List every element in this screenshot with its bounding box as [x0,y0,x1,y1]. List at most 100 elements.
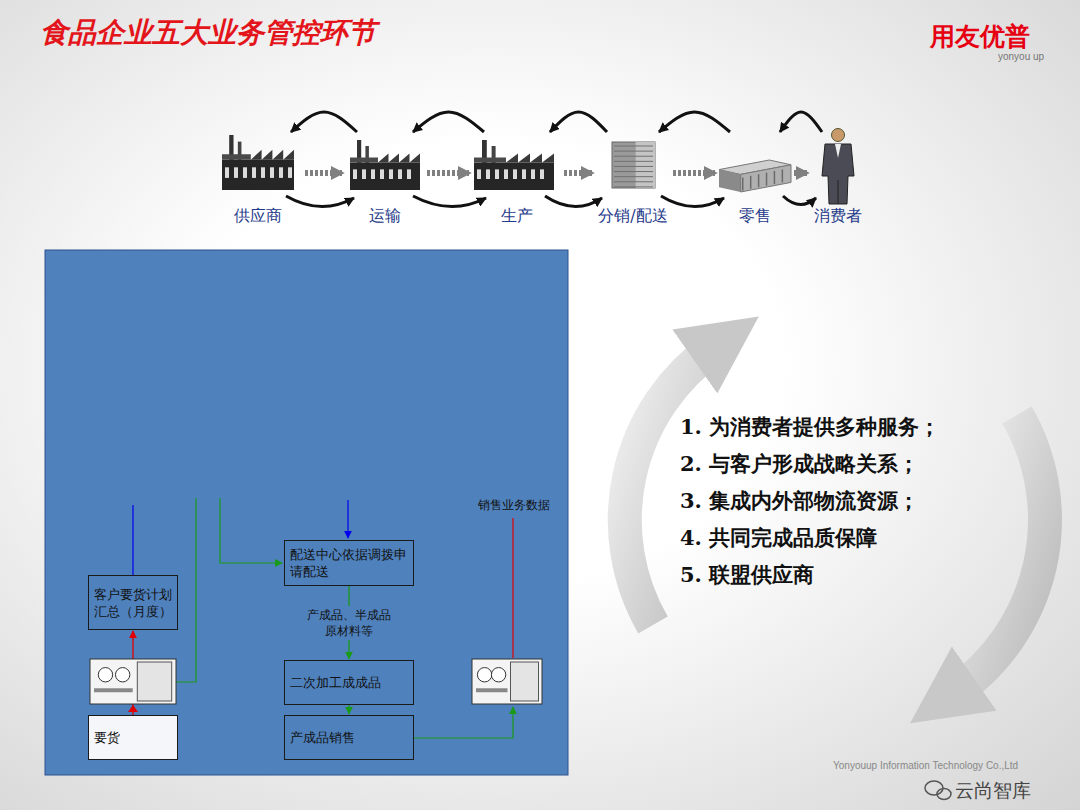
process-box: 二次加工成成品 [284,660,414,705]
node-text: 产成品销售 [290,729,408,746]
drawing-part [614,166,653,167]
drawing-part [835,144,841,158]
consumer-figure [822,129,854,205]
drawing-part [94,688,133,692]
drawing-part [90,659,176,704]
process-box: 产成品销售 [284,715,414,760]
drawing-part [614,171,653,172]
page-title: 食品企业五大业务管控环节 [40,14,376,52]
list-item: 3. 集成内外部物流资源； [680,487,919,515]
drawing-part [750,176,752,189]
return-arcs [286,196,816,207]
chain-stage: 分销/配送 [595,128,671,228]
node-text: 运输 [369,206,401,228]
process-box: 客户要货计划汇总（月度） [88,575,178,630]
drawing-part [389,169,393,179]
list-item: 1. 为消费者提供多种服务； [680,413,940,441]
drawing-part [511,662,539,701]
drawing-part [614,151,653,152]
drawing-part [261,167,265,178]
list-item: 5. 联盟供应商 [680,561,814,589]
feedback-arc [659,112,730,132]
lower-arc [545,196,602,207]
wire [220,498,282,563]
flow-arrow [794,170,807,176]
drawing-part [115,668,129,682]
drawing-part [614,181,653,182]
drawing-part [758,174,760,187]
drawing-part [614,186,653,187]
brand-logo: 用友优普 [930,20,1030,53]
flow-arrow [305,170,342,176]
drawing-part [822,144,854,204]
machine-icon [472,659,542,704]
drawing-part [614,176,653,177]
drawing-part [279,167,283,178]
drawing-part [225,167,229,178]
machine-icon [90,659,176,704]
flow-arrow [348,705,349,714]
node-text: 生产 [501,206,533,228]
drawing-part [98,668,112,682]
office-building-icon [612,142,655,188]
drawing-part [838,180,839,204]
wire [347,500,348,538]
node-text: 消费者 [814,206,862,228]
node-text: 配送中心依据调拨申请配送 [290,546,408,580]
company-name: Yonyouup Information Technology Co.,Ltd [833,760,1018,771]
lower-arc [783,196,816,205]
drawing-part [362,169,366,179]
drawing-part [407,169,411,179]
drawing-part [540,169,544,179]
wechat-icon [925,781,951,800]
drawing-part [513,169,517,179]
node-text: 要货 [94,729,172,746]
lower-arc [413,196,486,207]
drawing-part [522,169,526,179]
drawing-part [531,169,535,179]
panel-wires [133,498,513,738]
wire [176,498,196,682]
brand-subtitle: yonyou up [998,51,1044,62]
drawing-part [222,154,251,160]
feedback-arc [413,112,484,132]
drawing-part [614,156,653,157]
drawing-part [137,662,171,701]
drawing-part [742,177,744,190]
flow-panel [45,250,568,775]
wire [512,518,513,658]
flow-arrow [673,170,715,176]
drawing-part [506,154,554,163]
drawing-part [288,167,292,178]
arrowhead [128,705,138,712]
node-text: 供应商 [234,206,282,228]
drawing-part [782,169,784,182]
drawing-part [270,167,274,178]
drawing-part [234,167,238,178]
factory-icon [350,140,420,190]
process-box: 配送中心依据调拨申请配送 [284,540,414,586]
cycle-arrow [955,415,1045,692]
chain-stage: 消费者 [810,128,866,228]
edge-label: 产成品、半成品 原材料等 [299,606,399,640]
chain-stage: 零售 [718,128,792,228]
chain-stage: 运输 [345,128,425,228]
drawing-part [486,169,490,179]
drawing-part [350,163,420,191]
flow-arrow [427,170,469,176]
chain-stage: 生产 [472,128,562,228]
wechat-bubble [937,789,951,800]
drawing-part [252,167,256,178]
watermark: 云尚智库 [955,778,1031,804]
drawing-part [477,169,481,179]
feedback-arc [550,112,607,132]
drawing-part [477,668,491,682]
drawing-part [614,161,653,162]
drawing-part [766,173,768,186]
drawing-part [612,142,655,188]
node-text: 二次加工成成品 [290,674,408,691]
drawing-part [476,688,508,692]
drawing-part [614,146,653,147]
feedback-arc [780,112,822,132]
